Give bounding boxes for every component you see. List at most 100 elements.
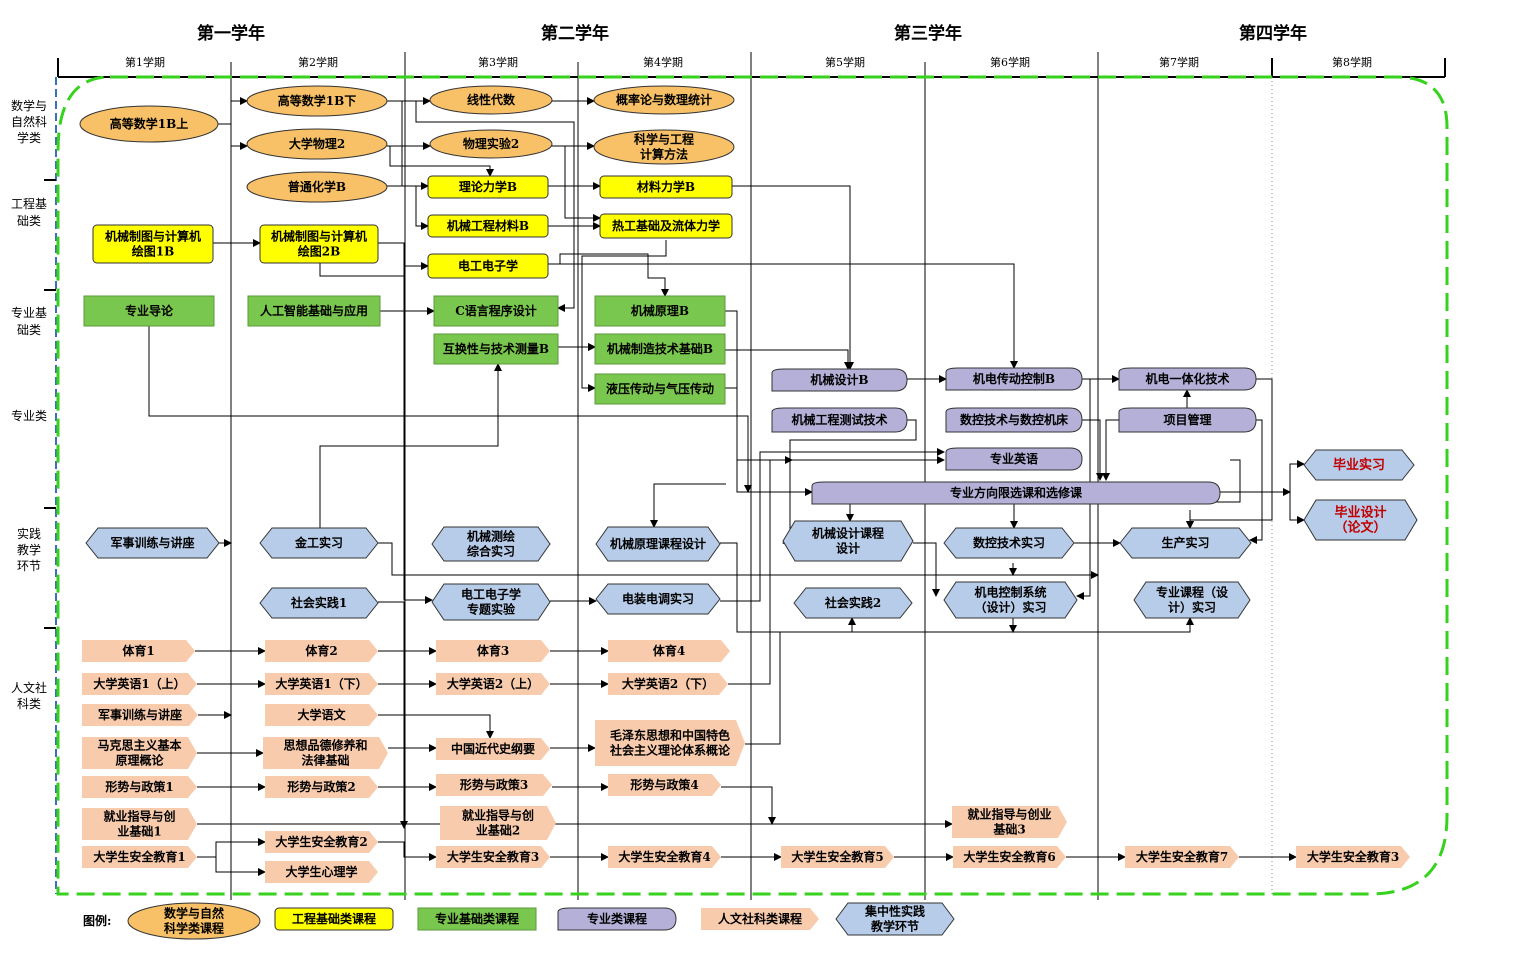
course-node-c-pm[interactable]: 项目管理 — [1118, 407, 1257, 433]
node-label: 物理实验2 — [463, 136, 519, 151]
node-label: 机电一体化技术 — [1145, 371, 1229, 386]
node-label: 大学英语1（下） — [275, 676, 367, 691]
course-node-h-pol4[interactable]: 形势与政策4 — [608, 774, 721, 796]
course-node-c-mprinc[interactable]: 机械原理B — [594, 295, 726, 327]
course-node-p-soc2[interactable]: 社会实践2 — [793, 587, 913, 619]
course-node-p-prod[interactable]: 生产实习 — [1119, 527, 1252, 559]
prerequisite-arrow — [548, 253, 669, 297]
course-node-p-mpdes[interactable]: 机械原理课程设计 — [595, 526, 721, 562]
course-node-h-safe1[interactable]: 大学生安全教育1 — [82, 846, 197, 868]
course-node-c-engmat[interactable]: 机械工程材料B — [427, 214, 549, 238]
course-node-c-mecha[interactable]: 机电一体化技术 — [1118, 367, 1257, 391]
course-node-c-phys2[interactable]: 大学物理2 — [246, 128, 388, 160]
prerequisite-arrow — [378, 841, 437, 861]
course-node-c-tol[interactable]: 互换性与技术测量B — [433, 333, 559, 365]
node-label: 数控技术与数控机床 — [960, 412, 1069, 427]
course-node-h-hist[interactable]: 中国近代史纲要 — [436, 738, 550, 760]
course-node-c-eng[interactable]: 专业英语 — [945, 447, 1083, 471]
course-node-h-en4[interactable]: 大学英语2（下） — [608, 673, 728, 695]
course-node-c-mater[interactable]: 材料力学B — [599, 175, 733, 199]
course-node-c-chem[interactable]: 普通化学B — [246, 171, 388, 203]
node-label: 军事训练与讲座 — [110, 535, 194, 550]
course-node-p-course[interactable]: 专业课程（设计）实习 — [1133, 581, 1251, 619]
prerequisite-arrow — [1082, 419, 1104, 481]
legend: 图例:数学与自然科学类课程工程基础类课程专业基础类课程专业类课程人文社科类课程集… — [83, 902, 955, 940]
node-label: 液压传动与气压传动 — [606, 381, 714, 396]
course-node-h-psy[interactable]: 大学生心理学 — [265, 861, 378, 883]
node-label: 计）实习 — [1168, 600, 1216, 615]
course-node-h-safe6[interactable]: 大学生安全教育6 — [953, 846, 1066, 868]
prerequisite-arrow — [732, 185, 854, 370]
course-node-c-mtest[interactable]: 机械工程测试技术 — [771, 407, 908, 433]
course-node-c-physexp[interactable]: 物理实验2 — [429, 129, 553, 159]
course-node-h-pe1[interactable]: 体育1 — [82, 640, 195, 662]
course-node-c-intro[interactable]: 专业导论 — [83, 295, 215, 327]
course-node-p-metal[interactable]: 金工实习 — [259, 527, 379, 559]
course-node-c-mfg[interactable]: 机械制造技术基础B — [594, 333, 726, 365]
course-node-h-en1[interactable]: 大学英语1（上） — [82, 673, 197, 695]
course-node-p-ctrl[interactable]: 机电控制系统（设计）实习 — [943, 581, 1078, 619]
course-node-c-heat[interactable]: 热工基础及流体力学 — [599, 213, 733, 239]
course-node-h-safe7[interactable]: 大学生安全教育7 — [1125, 846, 1239, 868]
course-node-c-mdes[interactable]: 机械设计B — [771, 368, 908, 392]
course-node-h-pol1[interactable]: 形势与政策1 — [82, 776, 197, 798]
course-node-p-elecprac[interactable]: 电装电调实习 — [595, 583, 721, 615]
course-node-p-cncprac[interactable]: 数控技术实习 — [943, 527, 1075, 559]
course-node-h-en3[interactable]: 大学英语2（上） — [436, 673, 550, 695]
node-label: 大学生安全教育7 — [1136, 849, 1228, 864]
node-label: 机械原理B — [631, 303, 689, 318]
course-node-c-cnc[interactable]: 数控技术与数控机床 — [945, 407, 1083, 433]
legend-item-basic: 专业基础类课程 — [417, 907, 537, 931]
course-node-c-elec[interactable]: 电工电子学 — [427, 253, 549, 279]
course-node-h-safe5[interactable]: 大学生安全教育5 — [781, 846, 894, 868]
course-node-h-safe8[interactable]: 大学生安全教育3 — [1296, 846, 1410, 868]
course-node-h-pe4[interactable]: 体育4 — [608, 640, 730, 662]
course-node-c-linalg[interactable]: 线性代数 — [429, 85, 553, 115]
course-node-h-safe4[interactable]: 大学生安全教育4 — [608, 846, 721, 868]
node-label: 专业英语 — [990, 451, 1038, 466]
course-node-c-drive[interactable]: 机电传动控制B — [945, 367, 1083, 391]
course-node-h-en2[interactable]: 大学英语1（下） — [265, 673, 378, 695]
prerequisite-arrow — [1289, 460, 1305, 492]
course-node-p-soc1[interactable]: 社会实践1 — [259, 587, 379, 619]
course-node-c-clang[interactable]: C语言程序设计 — [433, 295, 559, 327]
course-node-p-intern[interactable]: 毕业实习 — [1303, 449, 1415, 481]
course-node-c-elective[interactable]: 专业方向限选课和选修课 — [811, 481, 1221, 505]
course-node-c-math1b[interactable]: 高等数学1B下 — [246, 85, 388, 117]
prerequisite-arrow — [218, 123, 248, 150]
prerequisite-arrow — [378, 714, 494, 739]
prerequisite-arrow — [387, 100, 429, 190]
node-label: 机械设计课程 — [812, 526, 884, 541]
course-node-h-pol2[interactable]: 形势与政策2 — [265, 776, 378, 798]
course-node-h-safe2[interactable]: 大学生安全教育2 — [265, 831, 378, 853]
course-node-h-mil[interactable]: 军事训练与讲座 — [82, 704, 198, 726]
course-node-p-thesis[interactable]: 毕业设计（论文） — [1303, 499, 1418, 541]
semester-label: 第3学期 — [478, 55, 518, 69]
course-node-c-ai[interactable]: 人工智能基础与应用 — [247, 295, 381, 327]
course-node-h-safe3[interactable]: 大学生安全教育3 — [436, 846, 550, 868]
course-node-p-mil[interactable]: 军事训练与讲座 — [85, 527, 220, 559]
course-node-h-pe2[interactable]: 体育2 — [265, 640, 378, 662]
prerequisite-arrow — [378, 542, 1099, 579]
course-node-c-mech[interactable]: 理论力学B — [427, 175, 549, 199]
course-node-h-pe3[interactable]: 体育3 — [436, 640, 550, 662]
course-node-c-math1a[interactable]: 高等数学1B上 — [79, 105, 219, 143]
course-node-c-prob[interactable]: 概率论与数理统计 — [593, 85, 735, 115]
course-node-h-pol3[interactable]: 形势与政策3 — [436, 774, 552, 796]
category-label: 数学与 — [11, 98, 47, 113]
course-node-h-chn[interactable]: 大学语文 — [265, 704, 378, 726]
course-node-c-hyd[interactable]: 液压传动与气压传动 — [594, 373, 726, 405]
